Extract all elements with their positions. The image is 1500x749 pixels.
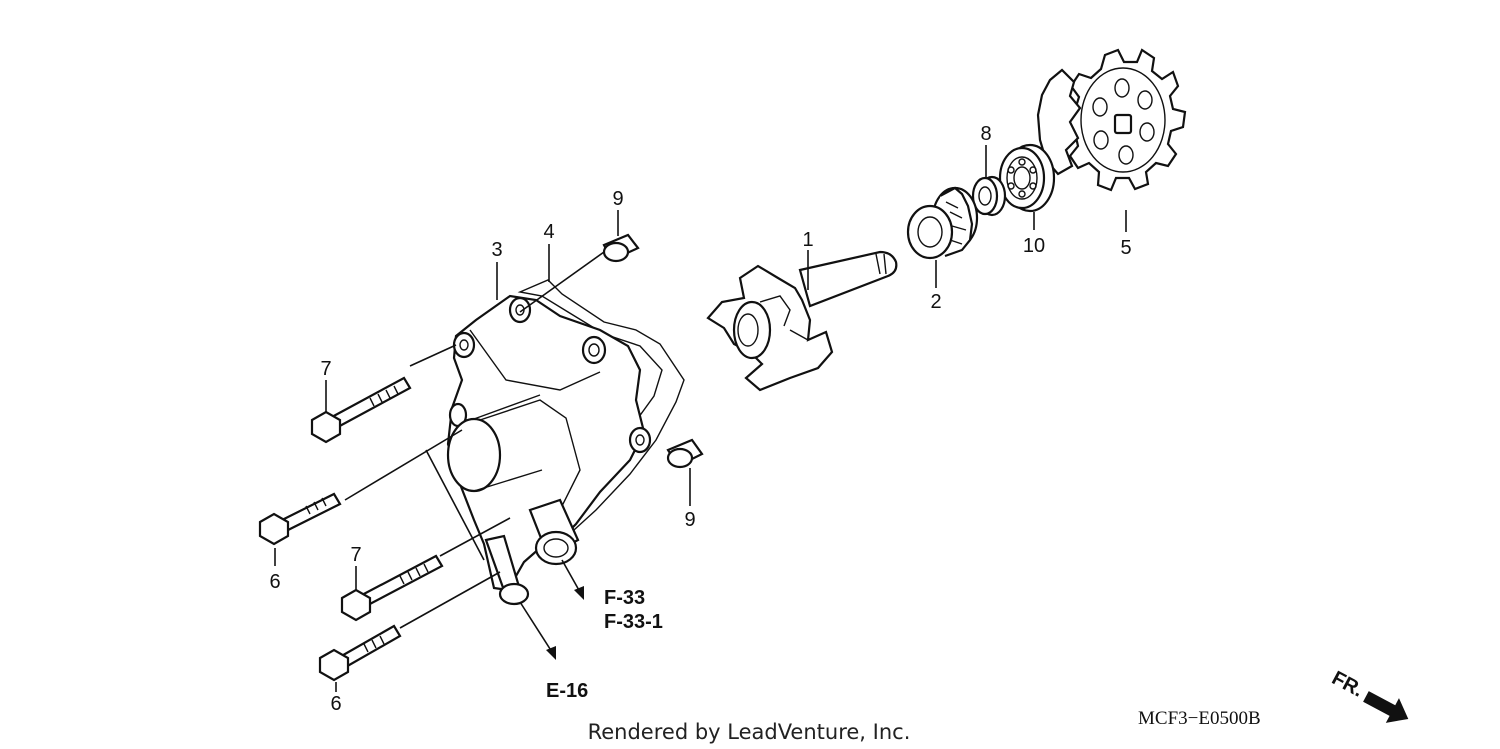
ref-f33-1[interactable]: F-33-1 (604, 611, 663, 633)
callout-7-lower: 7 (350, 544, 361, 566)
dowel-pin-upper-part[interactable] (602, 233, 640, 263)
front-direction-marker: FR. (1328, 667, 1409, 723)
callout-5: 5 (1120, 237, 1131, 259)
callout-4: 4 (543, 221, 554, 243)
callout-6-lower: 6 (330, 693, 341, 715)
assembly-guide-lines (344, 251, 605, 629)
leader-lines (274, 145, 1127, 692)
callout-7-upper: 7 (320, 358, 331, 380)
callout-6-upper: 6 (269, 571, 280, 593)
bolt-6-lower-part[interactable] (318, 624, 402, 682)
mechanical-seal-part[interactable] (906, 186, 979, 260)
callout-3: 3 (491, 239, 502, 261)
ref-f33[interactable]: F-33 (604, 587, 645, 609)
callout-9-lower: 9 (684, 509, 695, 531)
front-arrow-icon (1363, 691, 1409, 723)
bolt-6-upper-part[interactable] (258, 492, 342, 546)
diagram-code: MCF3−E0500B (1138, 708, 1261, 729)
front-marker-label: FR. (1328, 667, 1367, 702)
callout-1: 1 (802, 229, 813, 251)
callout-2: 2 (930, 291, 941, 313)
bearing-part[interactable] (998, 143, 1056, 213)
arrow-to-f33 (561, 559, 584, 600)
callout-9-upper: 9 (612, 188, 623, 210)
callout-10: 10 (1023, 235, 1045, 257)
oil-seal-part[interactable] (971, 175, 1007, 217)
drive-gear-part[interactable] (1036, 48, 1187, 192)
bolt-7-upper-part[interactable] (310, 376, 412, 444)
callout-8: 8 (980, 123, 991, 145)
water-pump-cover-part[interactable] (446, 294, 652, 606)
arrow-to-e16 (519, 601, 556, 660)
impeller-shaft-part[interactable] (706, 250, 898, 392)
ref-e16[interactable]: E-16 (546, 680, 588, 702)
credit-text: Rendered by LeadVenture, Inc. (588, 720, 911, 744)
dowel-pin-lower-part[interactable] (666, 438, 704, 469)
bolt-7-lower-part[interactable] (340, 554, 444, 622)
